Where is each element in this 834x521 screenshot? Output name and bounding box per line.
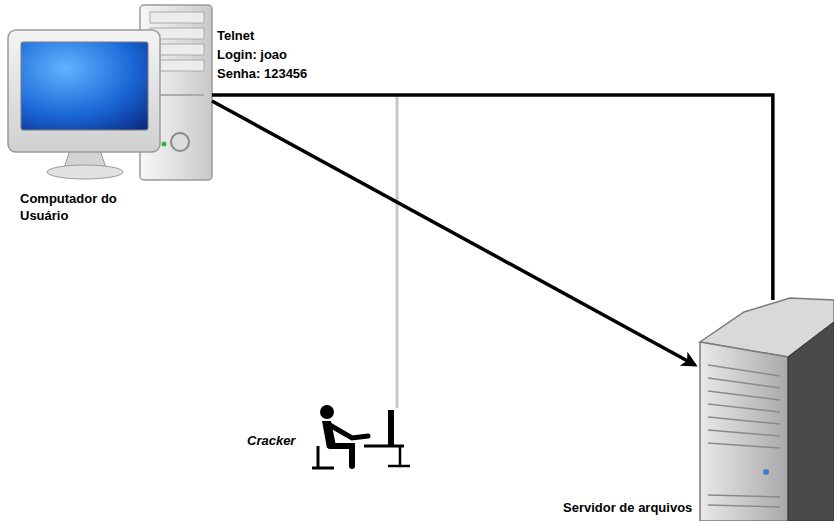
cracker-node: Cracker: [315, 405, 410, 470]
protocol-note: Login: joao: [217, 46, 287, 63]
protocol-note: Telnet: [217, 27, 254, 44]
network-link: [212, 101, 695, 365]
server-icon: [700, 298, 834, 521]
computer-icon: [8, 5, 212, 180]
tap-line: [396, 96, 399, 408]
node-label: Computador do Usuário: [20, 190, 128, 224]
computer-node: Computador do Usuário: [10, 5, 212, 183]
cracker-icon: [312, 405, 410, 468]
protocol-note: Senha: 123456: [217, 65, 307, 82]
node-label: Servidor de arquivos: [563, 499, 698, 516]
network-link: [212, 95, 773, 300]
node-label: Cracker: [247, 432, 311, 449]
server-node: Servidor de arquivos: [695, 300, 834, 521]
